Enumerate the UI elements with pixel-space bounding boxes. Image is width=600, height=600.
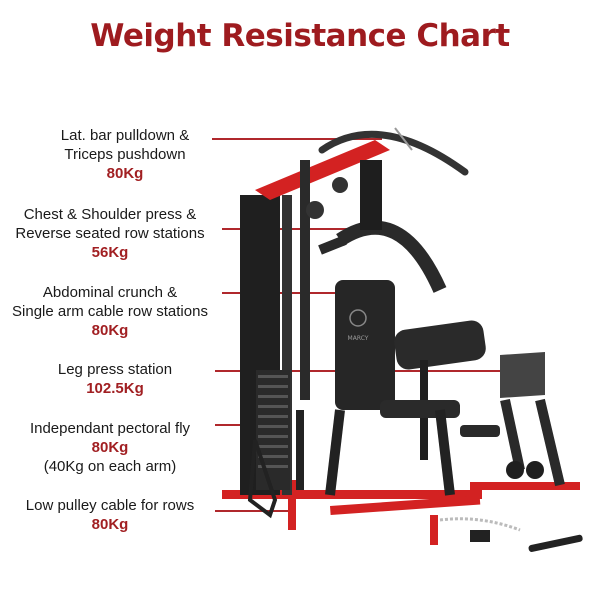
station-name-line1: Lat. bar pulldown & (60, 127, 190, 144)
station-weight: 80Kg (91, 322, 129, 339)
brand-logo-text: MARCY (348, 335, 369, 342)
station-name-line1: Independant pectoral fly (29, 420, 191, 437)
station-label-lat-pulldown: Lat. bar pulldown & Triceps pushdown 80K… (20, 126, 230, 183)
station-name-line1: Abdominal crunch & (42, 284, 178, 301)
chart-title: Weight Resistance Chart (90, 18, 510, 54)
station-label-leg-press: Leg press station 102.5Kg (20, 360, 210, 398)
station-name-line2: Single arm cable row stations (12, 303, 208, 320)
base-frame (222, 480, 580, 545)
cable-handle (247, 439, 583, 552)
station-note: (40Kg on each arm) (43, 458, 177, 475)
station-name-line1: Leg press station (57, 361, 173, 378)
station-label-pectoral-fly: Independant pectoral fly 80Kg (40Kg on e… (10, 419, 210, 476)
weight-stack-tower (240, 195, 292, 495)
lat-bar (318, 127, 469, 176)
frame-legs (296, 409, 455, 496)
station-label-chest-press: Chest & Shoulder press & Reverse seated … (0, 205, 220, 262)
station-name-line1: Low pulley cable for rows (25, 497, 195, 514)
leader-line-lat-pulldown (212, 138, 382, 140)
leader-line-low-pulley (215, 510, 295, 512)
station-weight: 102.5Kg (86, 380, 144, 397)
leg-press-station (500, 352, 565, 487)
station-weight: 56Kg (91, 244, 129, 261)
station-label-abdominal-crunch: Abdominal crunch & Single arm cable row … (0, 283, 220, 340)
station-name-line1: Chest & Shoulder press & (23, 206, 197, 223)
top-beam (255, 140, 390, 400)
backrest: MARCY (335, 280, 395, 410)
station-label-low-pulley: Low pulley cable for rows 80Kg (5, 496, 215, 534)
press-arms (306, 160, 447, 293)
station-name-line2: Triceps pushdown (64, 146, 186, 163)
station-weight: 80Kg (91, 516, 129, 533)
station-weight: 80Kg (91, 439, 129, 456)
station-weight: 80Kg (106, 165, 144, 182)
station-name-line2: Reverse seated row stations (15, 225, 205, 242)
